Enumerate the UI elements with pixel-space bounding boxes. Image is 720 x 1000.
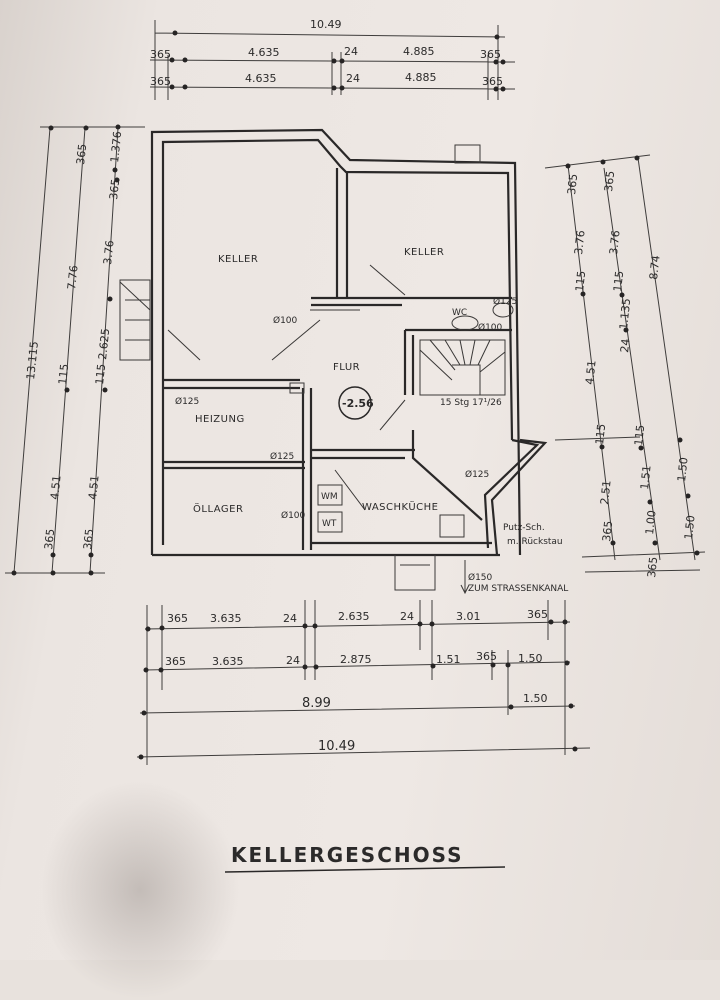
dim-top: 365 bbox=[480, 48, 501, 61]
pipe-label: Ø125 bbox=[465, 469, 489, 480]
dim-bottom: 3.635 bbox=[212, 655, 244, 668]
dryer bbox=[317, 511, 343, 533]
drain-note: Putz-Sch. bbox=[503, 523, 545, 533]
dim-bottom: 1.50 bbox=[518, 652, 543, 665]
dim-left: 4.51 bbox=[86, 475, 101, 501]
dim-bottom: 2.635 bbox=[338, 610, 370, 623]
chimney bbox=[289, 382, 305, 394]
pipe-label: Ø100 bbox=[478, 322, 503, 333]
pipe-label: Ø125 bbox=[175, 396, 199, 407]
drain-kanal-note: ZUM STRASSENKANAL bbox=[468, 584, 568, 594]
dim-right: 4.51 bbox=[583, 360, 598, 386]
stair-note: 15 Stg 17¹/26 bbox=[440, 398, 502, 408]
room-labels: KELLER KELLER FLUR HEIZUNG ÖLLAGER WASCH… bbox=[175, 247, 568, 594]
dim-bottom: 1.51 bbox=[436, 653, 461, 666]
drain-note: m. Rückstau bbox=[507, 537, 563, 547]
walls bbox=[119, 128, 548, 595]
dim-top: 4.635 bbox=[245, 72, 277, 85]
dim-right: 1.135 bbox=[617, 298, 633, 331]
dim-right: 1.50 bbox=[682, 515, 697, 541]
dim-right: 1.00 bbox=[643, 510, 658, 536]
room-keller-left: KELLER bbox=[218, 254, 258, 265]
dim-left: 365 bbox=[81, 528, 96, 550]
room-wc: WC bbox=[452, 308, 467, 318]
washing-machine bbox=[317, 484, 343, 506]
dim-bottom: 24 bbox=[286, 654, 300, 667]
dim-right: 3.76 bbox=[572, 230, 587, 256]
dim-bottom-total: 10.49 bbox=[318, 739, 355, 754]
washbasin bbox=[492, 302, 514, 318]
level-mark: -2.56 bbox=[342, 397, 374, 410]
pipe-label: Ø100 bbox=[281, 510, 306, 521]
floor-plan: 10.49 365 4.635 24 4.885 365 365 4.635 2… bbox=[5, 18, 706, 873]
dim-top: 365 bbox=[482, 75, 503, 88]
dim-left: 1.376 bbox=[108, 131, 124, 164]
fixture-wm: WM bbox=[321, 492, 338, 502]
room-heizung: HEIZUNG bbox=[195, 414, 245, 425]
dim-bottom: 365 bbox=[476, 650, 497, 663]
dim-right: 365 bbox=[565, 173, 580, 195]
dim-top: 4.885 bbox=[403, 45, 435, 58]
dim-right: 1.51 bbox=[638, 465, 653, 491]
dim-left: 3.76 bbox=[101, 240, 116, 266]
cleanout-shaft bbox=[439, 514, 465, 538]
dim-top: 365 bbox=[150, 75, 171, 88]
dim-right: 115 bbox=[632, 424, 647, 446]
dim-right: 365 bbox=[645, 556, 660, 578]
plan-title: KELLERGESCHOSS bbox=[231, 843, 464, 867]
dim-right: 365 bbox=[600, 520, 615, 542]
pipe-label: Ø125 bbox=[270, 451, 294, 462]
pipe-label: Ø100 bbox=[273, 315, 298, 326]
dim-top: 4.885 bbox=[405, 71, 437, 84]
dim-right: 115 bbox=[573, 270, 588, 292]
dim-top: 365 bbox=[150, 48, 171, 61]
dim-left: 115 bbox=[56, 363, 71, 385]
dim-right: 1.50 bbox=[675, 457, 690, 483]
dim-right: 24 bbox=[618, 338, 632, 353]
dim-right: 8.74 bbox=[647, 255, 662, 281]
left-dimensions: 13.115 365 7.76 115 4.51 365 1.376 365 3… bbox=[5, 124, 145, 576]
dim-bottom: 8.99 bbox=[302, 696, 331, 711]
title-underline bbox=[224, 866, 506, 873]
dim-bottom: 2.875 bbox=[340, 653, 372, 666]
dim-left: 365 bbox=[107, 178, 122, 200]
room-keller-right: KELLER bbox=[404, 247, 444, 258]
dim-right: 115 bbox=[593, 423, 608, 445]
dim-top: 24 bbox=[346, 72, 360, 85]
room-flur: FLUR bbox=[333, 362, 360, 373]
dim-bottom: 24 bbox=[283, 612, 297, 625]
room-oellager: ÖLLAGER bbox=[193, 502, 243, 515]
dim-left: 4.51 bbox=[48, 475, 63, 501]
bottom-dimensions: 365 3.635 24 2.635 24 3.01 365 365 3.635… bbox=[136, 600, 591, 765]
dim-bottom: 365 bbox=[527, 608, 548, 621]
dim-left: 2.625 bbox=[96, 328, 112, 361]
dim-left: 365 bbox=[42, 528, 57, 550]
dim-bottom: 365 bbox=[167, 612, 188, 625]
dim-right: 115 bbox=[611, 270, 626, 292]
room-waschkueche: WASCHKÜCHE bbox=[362, 500, 438, 513]
top-dimensions: 10.49 365 4.635 24 4.885 365 365 4.635 2… bbox=[149, 18, 516, 100]
dim-right: 3.76 bbox=[607, 230, 622, 256]
dim-left: 115 bbox=[93, 363, 108, 385]
dim-top: 4.635 bbox=[248, 46, 280, 59]
dim-bottom: 3.01 bbox=[456, 610, 481, 623]
dim-bottom: 365 bbox=[165, 655, 186, 668]
pipe-label: Ø125 bbox=[493, 296, 517, 307]
toilet bbox=[451, 315, 479, 331]
right-dimensions: 365 3.76 115 4.51 115 2.51 365 365 3.76 … bbox=[544, 154, 706, 578]
dim-left-total: 13.115 bbox=[24, 341, 41, 381]
pipe-label: Ø150 bbox=[468, 572, 493, 583]
dim-top-total: 10.49 bbox=[310, 18, 342, 31]
fixture-wt: WT bbox=[322, 519, 337, 529]
dim-bottom: 24 bbox=[400, 610, 414, 623]
dim-bottom: 3.635 bbox=[210, 612, 242, 625]
dim-bottom: 1.50 bbox=[523, 692, 548, 705]
dim-right: 365 bbox=[602, 170, 617, 192]
level-circle bbox=[338, 386, 372, 420]
dim-top: 24 bbox=[344, 45, 358, 58]
dim-right: 2.51 bbox=[598, 480, 613, 506]
dim-left: 7.76 bbox=[65, 265, 80, 291]
dim-left: 365 bbox=[74, 143, 89, 165]
